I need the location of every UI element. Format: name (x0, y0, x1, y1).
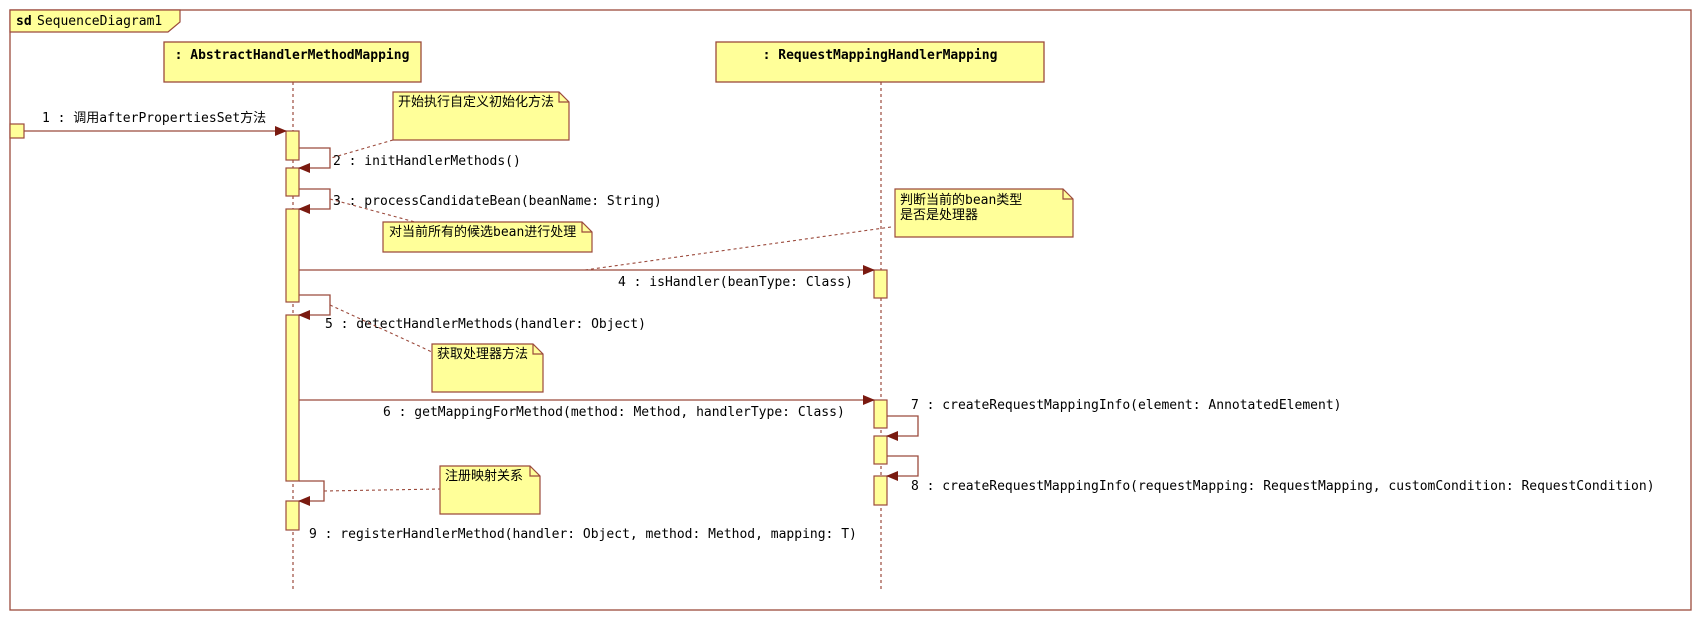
activation-bar (873, 269, 888, 299)
note-4 (431, 343, 544, 393)
note-5 (439, 465, 541, 515)
lifeline-head-abstract[interactable] (163, 41, 422, 83)
message-arrow-2[interactable] (298, 147, 331, 173)
message-label-6: 6 : getMappingForMethod(method: Method, … (383, 405, 845, 420)
lifeline-label-request: : RequestMappingHandlerMapping (763, 48, 998, 63)
note-3 (894, 188, 1074, 238)
activation-bar (285, 500, 300, 531)
message-label-2: 2 : initHandlerMethods() (333, 154, 521, 169)
activation-bar (873, 435, 888, 465)
frame-tab (9, 9, 181, 33)
lifeline-head-request[interactable] (715, 41, 1045, 83)
activation-bar (285, 130, 300, 161)
lifeline-label-abstract: : AbstractHandlerMethodMapping (175, 48, 410, 63)
message-label-5: 5 : detectHandlerMethods(handler: Object… (325, 317, 646, 332)
note-connector-1 (330, 139, 394, 159)
activation-bar (285, 167, 300, 197)
note-text-5: 注册映射关系 (445, 468, 523, 484)
message-label-3: 3 : processCandidateBean(beanName: Strin… (333, 194, 662, 209)
diagram-frame (9, 9, 1692, 611)
note-text-4: 获取处理器方法 (437, 346, 528, 362)
activation-bar (285, 314, 300, 482)
note-text-2: 对当前所有的候选bean进行处理 (389, 224, 576, 240)
message-label-1: 1 : 调用afterPropertiesSet方法 (42, 110, 266, 126)
activation-bar (873, 399, 888, 429)
message-arrow-8[interactable] (886, 455, 919, 481)
note-connector-2 (329, 198, 416, 223)
note-text-3a: 判断当前的bean类型 (900, 192, 1022, 208)
note-2 (382, 221, 593, 253)
note-connector-5 (323, 488, 441, 492)
note-1 (392, 91, 570, 141)
note-connector-4 (329, 304, 433, 353)
gate-marker (9, 123, 25, 139)
message-label-9: 9 : registerHandlerMethod(handler: Objec… (309, 527, 857, 542)
note-text-3b: 是否是处理器 (900, 208, 978, 223)
frame-name: SequenceDiagram1 (37, 14, 162, 29)
activation-bar (285, 208, 300, 303)
message-label-4: 4 : isHandler(beanType: Class) (618, 275, 853, 290)
activation-bar (873, 475, 888, 506)
message-arrow-7[interactable] (886, 415, 919, 441)
message-label-7: 7 : createRequestMappingInfo(element: An… (911, 398, 1341, 413)
message-label-8: 8 : createRequestMappingInfo(requestMapp… (911, 479, 1655, 494)
frame-keyword: sd (16, 14, 32, 29)
note-text-1: 开始执行自定义初始化方法 (398, 94, 554, 110)
